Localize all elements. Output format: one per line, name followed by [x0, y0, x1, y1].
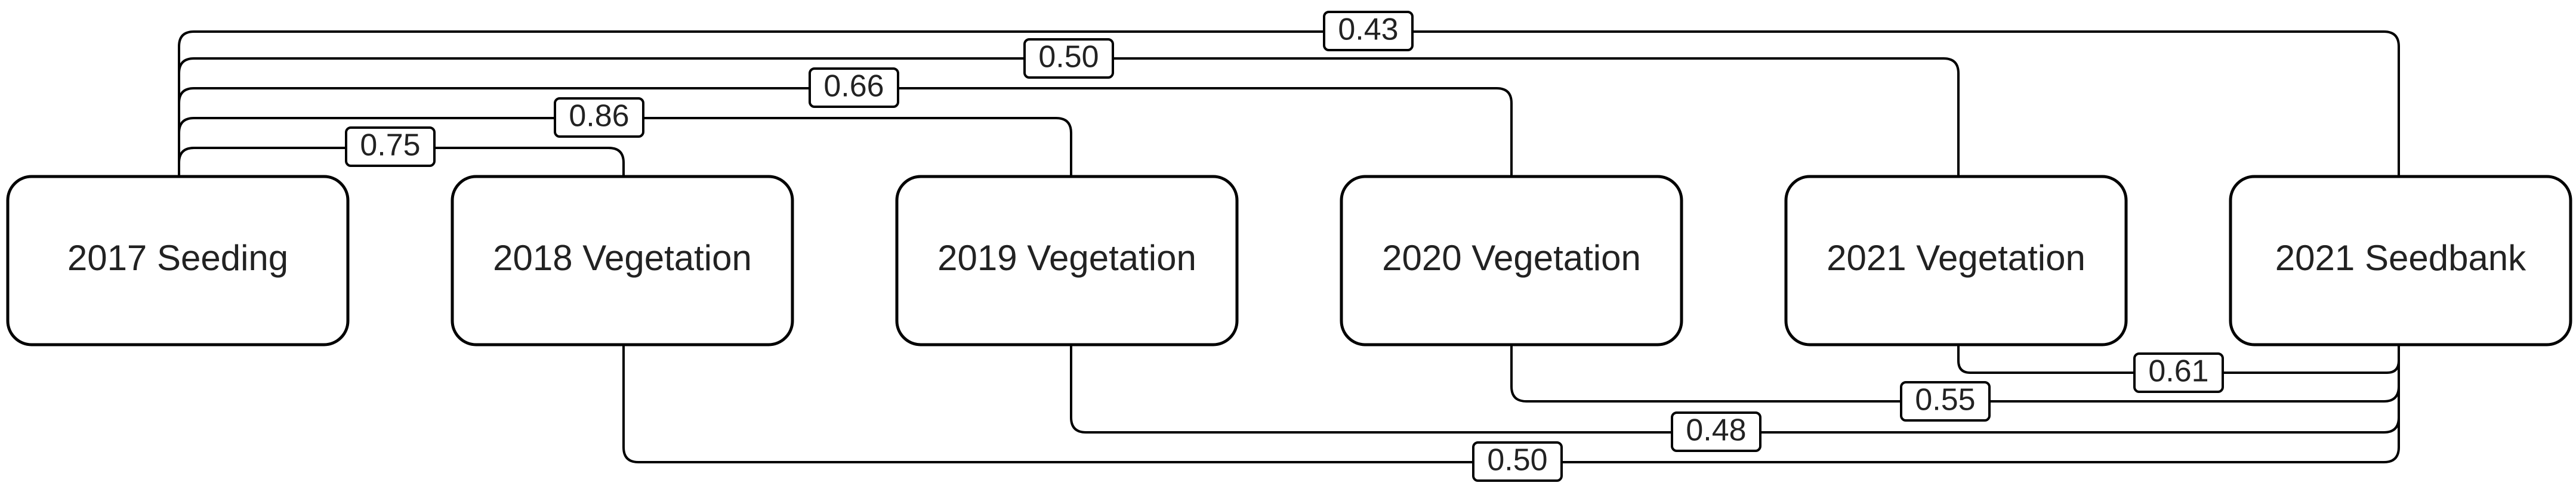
edge-value: 0.55 — [1915, 383, 1975, 417]
nodes: 2017 Seeding 2018 Vegetation 2019 Vegeta… — [6, 175, 2572, 346]
edge-label-2019-vegetation-seedbank: 0.48 — [1671, 411, 1761, 452]
edge-value: 0.50 — [1487, 443, 1547, 478]
edge-label-seeding-2020: 0.66 — [809, 67, 899, 108]
node-2019-vegetation: 2019 Vegetation — [895, 175, 1239, 346]
edge-label-seeding-2021-seedbank: 0.43 — [1323, 11, 1414, 51]
node-label: 2021 Vegetation — [1827, 238, 2086, 278]
node-label: 2020 Vegetation — [1382, 238, 1641, 278]
node-2020-vegetation: 2020 Vegetation — [1340, 175, 1683, 346]
edge-label-2021-vegetation-seedbank: 0.61 — [2133, 352, 2224, 393]
edge-value: 0.48 — [1686, 413, 1746, 448]
edge-labels: 0.75 0.86 0.66 0.50 0.43 0.61 0.55 0.48 — [345, 11, 2224, 482]
edge-value: 0.50 — [1038, 40, 1099, 75]
edge-value: 0.86 — [569, 99, 629, 134]
connector-2017-seeding-2021-seedbank — [178, 30, 2400, 177]
edge-label-seeding-2019: 0.86 — [554, 97, 644, 138]
edge-value: 0.43 — [1338, 13, 1398, 47]
node-2021-vegetation: 2021 Vegetation — [1784, 175, 2128, 346]
edge-value: 0.66 — [823, 69, 884, 104]
node-label: 2019 Vegetation — [937, 238, 1196, 278]
node-2018-vegetation: 2018 Vegetation — [451, 175, 794, 346]
edge-label-2018-vegetation-seedbank: 0.50 — [1472, 441, 1563, 482]
edge-label-seeding-2018: 0.75 — [345, 126, 436, 167]
node-2021-seedbank: 2021 Seedbank — [2229, 175, 2572, 346]
node-label: 2021 Seedbank — [2275, 238, 2526, 278]
edge-label-2020-vegetation-seedbank: 0.55 — [1900, 381, 1991, 422]
node-label: 2018 Vegetation — [493, 238, 752, 278]
node-label: 2017 Seeding — [67, 238, 288, 278]
edge-label-seeding-2021-vegetation: 0.50 — [1023, 38, 1114, 79]
edge-value: 0.61 — [2148, 354, 2208, 389]
edge-value: 0.75 — [360, 128, 420, 163]
node-2017-seeding: 2017 Seeding — [6, 175, 350, 346]
